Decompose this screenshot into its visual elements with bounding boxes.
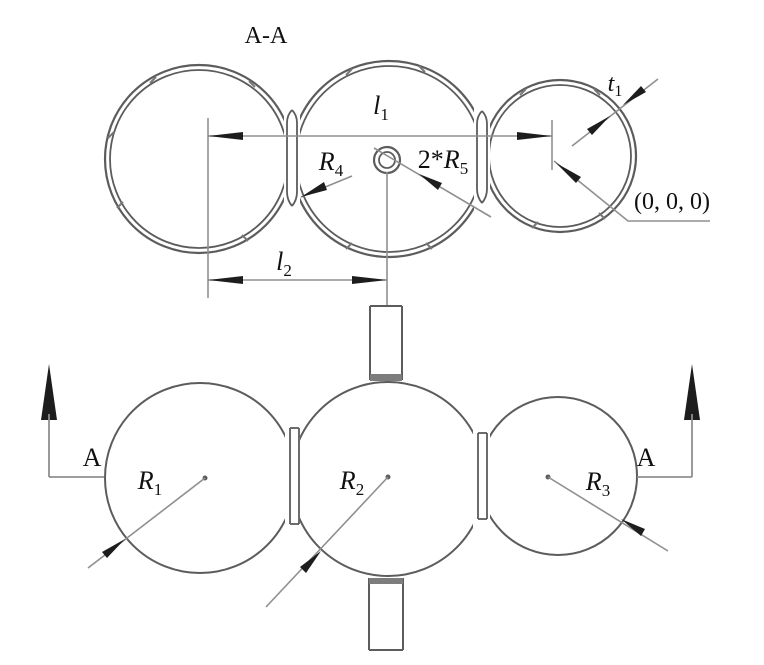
wall-seam-ticks — [107, 65, 606, 250]
callout-r1: R1 — [87, 466, 208, 569]
r3-arrowhead — [621, 519, 645, 536]
l1-left-arrowhead — [208, 132, 243, 140]
top-nozzle-flange — [370, 374, 402, 381]
r4-arrowhead — [301, 182, 327, 197]
origin-leader — [553, 160, 710, 222]
origin-arrowhead — [556, 163, 581, 183]
r1-arrowhead — [102, 539, 125, 558]
right-lobe-outline — [478, 396, 638, 556]
right-lobe-junction — [476, 110, 488, 204]
t1-outer-arrowhead — [623, 86, 646, 105]
thickness-t1-label: t1 — [608, 71, 623, 100]
callout-r2: R2 — [265, 466, 391, 608]
callout-r3: R3 — [545, 467, 669, 552]
callout-r4: R4 — [300, 147, 353, 198]
callout-origin: (0, 0, 0) — [553, 160, 710, 222]
top-nozzle — [369, 305, 403, 381]
l2-left-arrowhead — [208, 276, 243, 284]
dimension-l1: l1 — [207, 91, 553, 298]
right-junction-mask — [474, 104, 490, 214]
section-title: A-A — [245, 23, 288, 49]
radius-r2-label: R2 — [339, 466, 364, 499]
section-arrow-right — [684, 364, 700, 420]
radius-r3-label: R3 — [585, 467, 610, 500]
left-junction-mask — [285, 424, 300, 530]
left-junction-mask — [284, 106, 300, 212]
bottom-nozzle — [368, 578, 404, 651]
right-lobe-junction — [477, 432, 488, 520]
bottom-nozzle-flange — [369, 578, 403, 584]
dimension-l2: l2 — [208, 172, 388, 305]
top-section-view: l1 l2 R4 2*R5 t1 — [103, 23, 710, 305]
dim-l2-label: l2 — [276, 247, 292, 280]
callout-2r5: 2*R5 — [373, 145, 492, 218]
r3-radius-line — [547, 476, 669, 552]
section-marker-left: A — [41, 364, 104, 478]
radius-2r5-label: 2*R5 — [418, 145, 468, 178]
left-lobe-junction — [289, 427, 300, 525]
bottom-plan-view: R1 R2 R3 A A — [41, 305, 700, 651]
section-marker-right: A — [637, 364, 700, 478]
section-label-left: A — [83, 443, 102, 472]
left-lobe-junction — [286, 109, 298, 207]
t1-inner-arrowhead — [587, 116, 610, 135]
l1-right-arrowhead — [517, 132, 552, 140]
left-lobe-outline — [104, 382, 296, 574]
callout-t1: t1 — [571, 71, 659, 147]
l2-right-arrowhead — [352, 276, 387, 284]
radius-r4-label: R4 — [318, 147, 344, 180]
section-label-right: A — [637, 443, 656, 472]
dim-l1-label: l1 — [373, 91, 389, 124]
left-lobe-wall — [103, 63, 295, 255]
r5-arrowhead — [419, 174, 442, 190]
section-arrow-left — [41, 364, 57, 420]
r2-radius-line — [265, 476, 389, 608]
radius-r1-label: R1 — [137, 466, 162, 499]
r2-arrowhead — [300, 551, 321, 573]
origin-label: (0, 0, 0) — [634, 189, 710, 215]
